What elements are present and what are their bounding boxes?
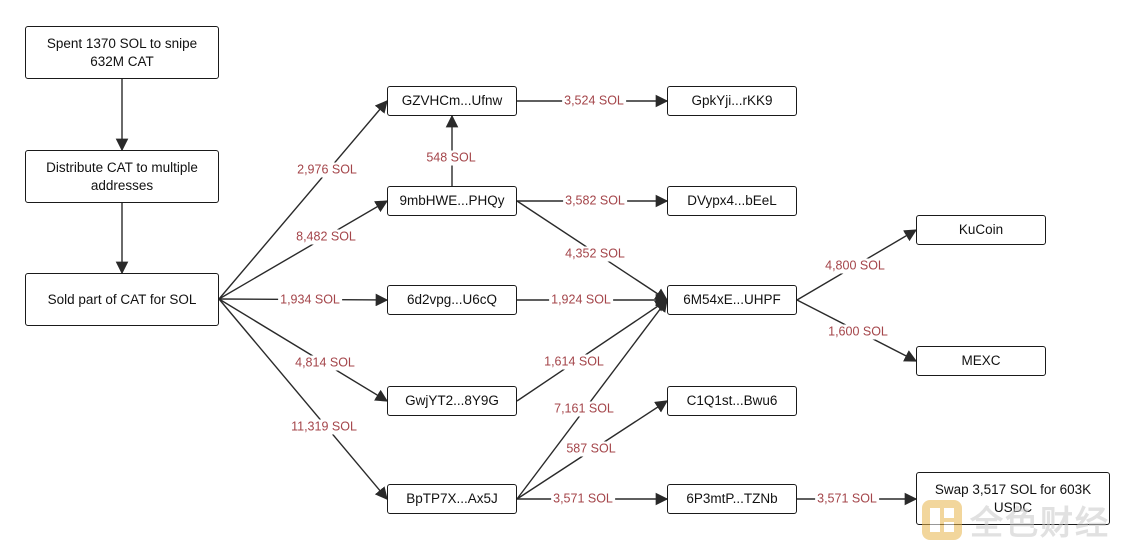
node-6m54xe: 6M54xE...UHPF	[667, 285, 797, 315]
node-swap: Swap 3,517 SOL for 603K USDC	[916, 472, 1110, 525]
edge-label-bptp7x-c1q1st: 587 SOL	[564, 441, 618, 457]
edge-label-bptp7x-6m54xe: 7,161 SOL	[552, 401, 616, 417]
node-spent: Spent 1370 SOL to snipe 632M CAT	[25, 26, 219, 79]
watermark-text: 全色财经	[970, 504, 1110, 541]
edge-label-sold-6d2vpg: 1,934 SOL	[278, 292, 342, 308]
edge-label-bptp7x-6p3mtp: 3,571 SOL	[551, 491, 615, 507]
edge-label-sold-gzvhcm: 2,976 SOL	[295, 162, 359, 178]
edge-label-9mbhwe-dvypx4: 3,582 SOL	[563, 193, 627, 209]
node-c1q1st: C1Q1st...Bwu6	[667, 386, 797, 416]
edge-label-gzvhcm-gpkyji: 3,524 SOL	[562, 93, 626, 109]
edge-sold-gwjyt2	[218, 298, 389, 402]
watermark-logo-icon	[922, 500, 962, 540]
edge-label-sold-9mbhwe: 8,482 SOL	[294, 229, 358, 245]
node-gpkyji: GpkYji...rKK9	[667, 86, 797, 116]
edge-label-6m54xe-kucoin: 4,800 SOL	[823, 258, 887, 274]
node-sold: Sold part of CAT for SOL	[25, 273, 219, 326]
edge-label-6d2vpg-6m54xe: 1,924 SOL	[549, 292, 613, 308]
node-gwjyt2: GwjYT2...8Y9G	[387, 386, 517, 416]
edge-label-6p3mtp-swap: 3,571 SOL	[815, 491, 879, 507]
node-6d2vpg: 6d2vpg...U6cQ	[387, 285, 517, 315]
edge-label-9mbhwe-6m54xe: 4,352 SOL	[563, 246, 627, 262]
edge-label-9mbhwe-gzvhcm: 548 SOL	[424, 150, 478, 166]
node-kucoin: KuCoin	[916, 215, 1046, 245]
node-bptp7x: BpTP7X...Ax5J	[387, 484, 517, 514]
node-dvypx4: DVypx4...bEeL	[667, 186, 797, 216]
edge-sold-bptp7x	[218, 298, 388, 500]
node-mexc: MEXC	[916, 346, 1046, 376]
node-gzvhcm: GZVHCm...Ufnw	[387, 86, 517, 116]
edge-label-gwjyt2-6m54xe: 1,614 SOL	[542, 354, 606, 370]
edge-gwjyt2-6m54xe	[516, 299, 669, 402]
node-9mbhwe: 9mbHWE...PHQy	[387, 186, 517, 216]
node-6p3mtp: 6P3mtP...TZNb	[667, 484, 797, 514]
node-distribute: Distribute CAT to multiple addresses	[25, 150, 219, 203]
edge-sold-gzvhcm	[218, 100, 388, 300]
watermark: 全色财经	[920, 494, 1130, 546]
edge-label-sold-bptp7x: 11,319 SOL	[289, 419, 359, 435]
edge-label-6m54xe-mexc: 1,600 SOL	[826, 324, 890, 340]
edge-label-sold-gwjyt2: 4,814 SOL	[293, 355, 357, 371]
edge-bptp7x-6m54xe	[516, 298, 668, 500]
edge-sold-9mbhwe	[218, 200, 389, 300]
